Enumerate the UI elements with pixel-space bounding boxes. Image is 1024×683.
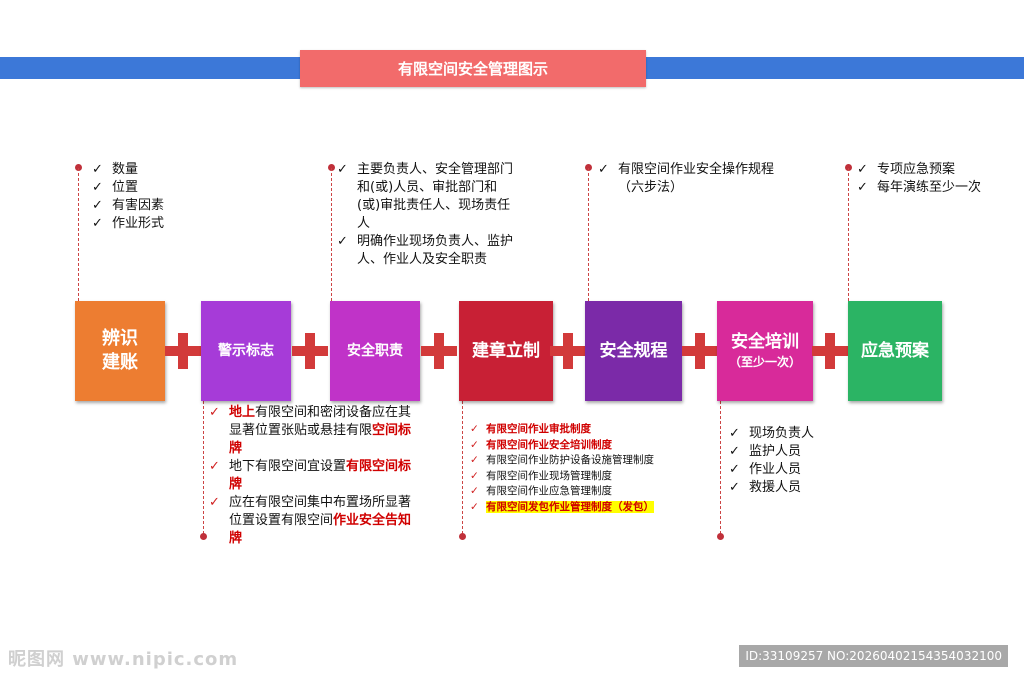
list-item: 有限空间作业审批制度 (468, 422, 708, 438)
text-highlight: 空间标牌 (229, 423, 412, 456)
plus-icon (421, 333, 457, 369)
list-item: 有限空间作业防护设备设施管理制度 (468, 453, 708, 469)
step-label: 安全培训 (731, 332, 799, 352)
rule-text: 有限空间作业安全培训制度 (486, 438, 612, 451)
list-item: 明确作业现场负责人、监护人、作业人及安全职责 (335, 233, 513, 269)
step-rules: 建章立制 (459, 301, 553, 401)
plus-icon (165, 333, 201, 369)
list-item: 救援人员 (727, 479, 877, 497)
plus-icon (550, 333, 586, 369)
step-procedure: 安全规程 (585, 301, 682, 401)
text-highlight: 地上 (229, 405, 256, 420)
text-part: 地下有限空间宜设置 (229, 459, 347, 474)
connector-dot (717, 533, 724, 540)
step-duties: 安全职责 (330, 301, 420, 401)
connector-line (848, 168, 849, 301)
connector-line (588, 168, 589, 301)
plus-icon (292, 333, 328, 369)
procedure-notes: 有限空间作业安全操作规程（六步法） (596, 161, 796, 197)
rule-text: 有限空间作业应急管理制度 (486, 485, 612, 497)
connector-dot (845, 164, 852, 171)
connector-line (331, 168, 332, 301)
rules-notes: 有限空间作业审批制度 有限空间作业安全培训制度 有限空间作业防护设备设施管理制度… (468, 422, 708, 515)
text-part: 应在有限空间集中布置场所显著位置设置有限空间 (229, 495, 412, 528)
list-item: 地上有限空间和密闭设备应在其显著位置张贴或悬挂有限空间标牌 (207, 404, 417, 458)
rule-text: 有限空间作业现场管理制度 (486, 469, 612, 482)
page-title: 有限空间安全管理图示 (300, 50, 646, 87)
list-item: 作业形式 (90, 215, 240, 233)
list-item: 作业人员 (727, 461, 877, 479)
list-item: 现场负责人 (727, 425, 877, 443)
step-label: 安全规程 (599, 341, 668, 361)
training-notes: 现场负责人 监护人员 作业人员 救援人员 (727, 425, 877, 497)
plus-icon (812, 333, 848, 369)
step-label: 辨识 建账 (102, 328, 138, 373)
text-part: 有限空间和密闭设备应在其显著位置张贴或悬挂有限 (229, 405, 412, 438)
rule-text: 有限空间作业审批制度 (486, 423, 591, 435)
rule-text: 有限空间作业防护设备设施管理制度 (486, 454, 654, 466)
connector-line (203, 401, 204, 534)
list-item: 监护人员 (727, 443, 877, 461)
connector-line (720, 401, 721, 534)
list-item: 专项应急预案 (855, 161, 1020, 179)
list-item: 有限空间作业应急管理制度 (468, 484, 708, 500)
emergency-notes: 专项应急预案 每年演练至少一次 (855, 161, 1020, 197)
step-sublabel: （至少一次） (728, 355, 801, 369)
list-item: 地下有限空间宜设置有限空间标牌 (207, 458, 417, 494)
duties-notes: 主要负责人、安全管理部门和(或)人员、审批部门和(或)审批责任人、现场责任人 明… (335, 161, 513, 269)
list-item: 位置 (90, 179, 240, 197)
list-item: 有限空间作业现场管理制度 (468, 469, 708, 485)
list-item: 有限空间作业安全培训制度 (468, 438, 708, 454)
text-highlight: 作业安全告知牌 (229, 513, 412, 546)
list-item: 主要负责人、安全管理部门和(或)人员、审批部门和(或)审批责任人、现场责任人 (335, 161, 513, 233)
connector-dot (200, 533, 207, 540)
step-label: 警示标志 (218, 343, 274, 359)
step-label: 建章立制 (472, 341, 540, 361)
connector-line (78, 168, 79, 301)
connector-dot (75, 164, 82, 171)
identify-notes: 数量 位置 有害因素 作业形式 (90, 161, 240, 233)
connector-dot (459, 533, 466, 540)
step-warning-signs: 警示标志 (201, 301, 291, 401)
list-item: 有限空间作业安全操作规程（六步法） (596, 161, 796, 197)
step-label: 应急预案 (861, 341, 929, 361)
rule-text: 有限空间发包作业管理制度（发包） (486, 500, 654, 513)
connector-line (462, 401, 463, 534)
text-highlight: 有限空间标牌 (229, 459, 412, 492)
list-item: 应在有限空间集中布置场所显著位置设置有限空间作业安全告知牌 (207, 494, 417, 548)
list-item: 有害因素 (90, 197, 240, 215)
connector-dot (328, 164, 335, 171)
connector-dot (585, 164, 592, 171)
list-item: 数量 (90, 161, 240, 179)
warning-notes: 地上有限空间和密闭设备应在其显著位置张贴或悬挂有限空间标牌 地下有限空间宜设置有… (207, 404, 417, 548)
step-training: 安全培训 （至少一次） (717, 301, 813, 401)
plus-icon (682, 333, 718, 369)
list-item: 有限空间发包作业管理制度（发包） (468, 500, 708, 516)
watermark-logo: 昵图网 www.nipic.com (8, 649, 239, 670)
step-identify: 辨识 建账 (75, 301, 165, 401)
step-label: 安全职责 (347, 343, 403, 359)
step-emergency: 应急预案 (848, 301, 942, 401)
watermark-id: ID:33109257 NO:20260402154354032100 (739, 645, 1008, 667)
list-item: 每年演练至少一次 (855, 179, 1020, 197)
